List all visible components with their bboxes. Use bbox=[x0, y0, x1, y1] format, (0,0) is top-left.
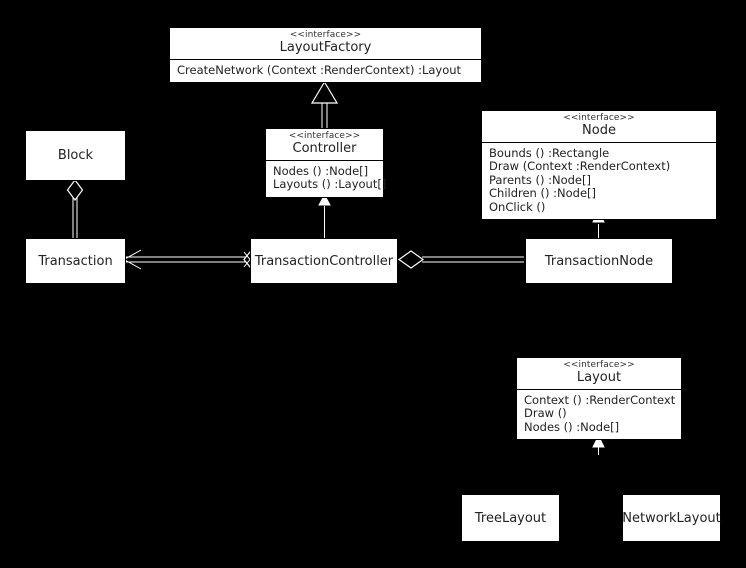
member-item: Nodes () :Node[] bbox=[524, 419, 620, 434]
class-divider bbox=[482, 141, 716, 143]
class-name-node: Node bbox=[582, 122, 616, 138]
stereotype-label: <<interface>> bbox=[563, 113, 635, 123]
class-box-networklayout[interactable]: NetworkLayout bbox=[622, 494, 721, 542]
connector-transactioncontroller-to-transaction bbox=[122, 249, 257, 270]
class-divider bbox=[170, 58, 481, 60]
member-item: Parents () :Node[] bbox=[489, 172, 591, 187]
class-name-controller: Controller bbox=[292, 140, 357, 156]
connector-controller-to-layoutfactory bbox=[310, 80, 339, 128]
class-header-layoutfactory: <<interface>> LayoutFactory bbox=[170, 28, 481, 59]
class-box-layout[interactable]: <<interface>> Layout Context () :RenderC… bbox=[516, 357, 682, 441]
member-item: Layouts () :Layout[] bbox=[273, 177, 387, 192]
member-item: Draw () bbox=[524, 406, 567, 421]
class-divider bbox=[517, 388, 681, 390]
class-box-transactionnode[interactable]: TransactionNode bbox=[525, 238, 673, 284]
class-box-block[interactable]: Block bbox=[25, 130, 126, 181]
class-name-networklayout: NetworkLayout bbox=[622, 510, 721, 526]
class-members-layoutfactory: CreateNetwork (Context :RenderContext) :… bbox=[170, 60, 481, 82]
class-header-node: <<interface>> Node bbox=[482, 111, 716, 142]
class-members-controller: Nodes () :Node[] Layouts () :Layout[] bbox=[266, 161, 387, 197]
class-divider bbox=[266, 159, 383, 161]
class-header-controller: <<interface>> Controller bbox=[266, 129, 383, 160]
class-box-controller[interactable]: <<interface>> Controller Nodes () :Node[… bbox=[265, 128, 387, 198]
member-item: Children () :Node[] bbox=[489, 186, 596, 201]
stereotype-label: <<interface>> bbox=[289, 30, 362, 40]
class-name-transactioncontroller: TransactionController bbox=[254, 253, 394, 269]
class-name-transactionnode: TransactionNode bbox=[544, 253, 654, 269]
class-box-transaction[interactable]: Transaction bbox=[25, 238, 126, 284]
class-members-layout: Context () :RenderContext Draw () Nodes … bbox=[517, 390, 681, 439]
class-name-transaction: Transaction bbox=[38, 253, 113, 269]
member-item: Draw (Context :RenderContext) bbox=[489, 159, 671, 174]
stereotype-label: <<interface>> bbox=[563, 360, 635, 370]
connector-transactioncontroller-aggregates-transactionnode bbox=[397, 250, 524, 269]
class-box-node[interactable]: <<interface>> Node Bounds () :Rectangle … bbox=[481, 110, 717, 221]
class-header-layout: <<interface>> Layout bbox=[517, 358, 681, 389]
class-box-layoutfactory[interactable]: <<interface>> LayoutFactory CreateNetwor… bbox=[169, 27, 482, 84]
stereotype-label: <<interface>> bbox=[288, 131, 361, 141]
class-box-transactioncontroller[interactable]: TransactionController bbox=[250, 238, 398, 284]
member-item: Nodes () :Node[] bbox=[273, 163, 369, 178]
member-item: CreateNetwork (Context :RenderContext) :… bbox=[177, 62, 462, 77]
class-name-block: Block bbox=[57, 148, 94, 163]
member-item: Bounds () :Rectangle bbox=[489, 145, 610, 160]
connector-block-aggregates-transaction bbox=[66, 179, 84, 238]
connector-layouts-to-layout bbox=[592, 434, 605, 455]
class-name-treelayout: TreeLayout bbox=[474, 510, 547, 526]
class-name-layoutfactory: LayoutFactory bbox=[279, 39, 372, 55]
member-item: Context () :RenderContext bbox=[524, 392, 676, 407]
class-members-node: Bounds () :Rectangle Draw (Context :Rend… bbox=[482, 143, 716, 219]
member-item: OnClick () bbox=[489, 199, 546, 214]
connector-transactioncontroller-to-controller bbox=[318, 193, 331, 238]
class-name-layout: Layout bbox=[576, 369, 622, 385]
class-box-treelayout[interactable]: TreeLayout bbox=[461, 494, 560, 542]
